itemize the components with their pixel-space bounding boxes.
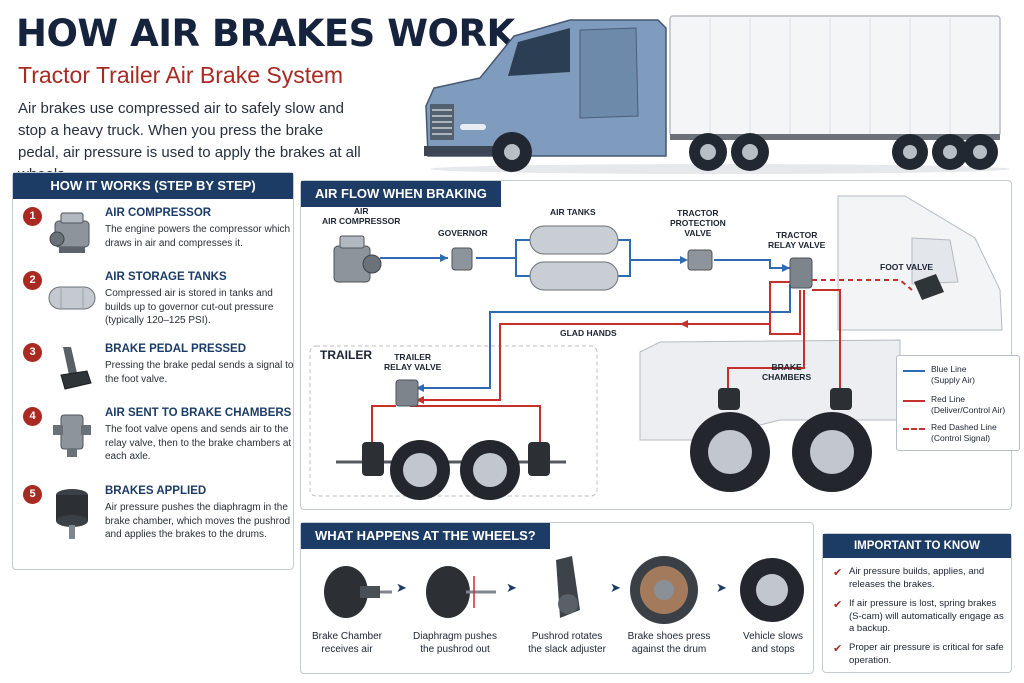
legend-swatch (903, 428, 925, 430)
wheels-panel-title: WHAT HAPPENS AT THE WHEELS? (301, 523, 550, 549)
step-arrow: ➤ (716, 580, 727, 595)
steps-panel: HOW IT WORKS (STEP BY STEP) 1 AIR COMPRE… (12, 172, 294, 570)
step-description: Compressed air is stored in tanks and bu… (105, 288, 274, 326)
important-text: Air pressure builds, applies, and releas… (849, 566, 985, 590)
label-glad-hands: GLAD HANDS (560, 328, 617, 338)
brake-chamber-icon (56, 489, 88, 539)
step-item: 5 BRAKES APPLIED Air pressure pushes the… (13, 485, 293, 549)
step-arrow: ➤ (610, 580, 621, 595)
brake-pedal-icon (60, 347, 92, 390)
step-description: The foot valve opens and sends air to th… (105, 424, 292, 462)
wheel-step-caption: Diaphragm pushes the pushrod out (413, 631, 497, 655)
legend-text: Red Dashed Line (Control Signal) (931, 422, 997, 443)
label-governor: GOVERNOR (438, 228, 488, 238)
step-title: BRAKE PEDAL PRESSED (105, 343, 247, 355)
legend-item-control: Red Dashed Line (Control Signal) (903, 422, 1019, 446)
line-legend: Blue Line (Supply Air) Red Line (Deliver… (896, 355, 1020, 451)
legend-text: Blue Line (Supply Air) (931, 364, 975, 385)
step-number: 2 (23, 271, 42, 290)
slack-adjuster-icon (556, 556, 580, 618)
label-foot-valve: FOOT VALVE (880, 262, 934, 272)
step-title: AIR SENT TO BRAKE CHAMBERS (105, 407, 292, 419)
label-trailer: TRAILER (320, 348, 372, 362)
wheel-step-caption: Vehicle slows and stops (742, 631, 804, 655)
step-description: Air pressure pushes the diaphragm in the… (105, 502, 291, 540)
important-text: If air pressure is lost, spring brakes (… (849, 598, 1004, 634)
truck-illustration (424, 15, 1010, 174)
label-tractor-relay-valve: TRACTOR RELAY VALVE (768, 230, 826, 250)
steps-panel-title: HOW IT WORKS (STEP BY STEP) (13, 173, 293, 199)
legend-item-deliver: Red Line (Deliver/Control Air) (903, 394, 1019, 418)
brake-drum-icon (630, 556, 698, 624)
legend-swatch (903, 370, 925, 372)
wheel-step-caption: Pushrod rotates the slack adjuster (528, 631, 606, 655)
step-title: AIR COMPRESSOR (105, 207, 212, 219)
label-trailer-relay-valve: TRAILER RELAY VALVE (384, 352, 442, 372)
relay-valve-icon (53, 414, 91, 457)
air-tank-icon (48, 286, 96, 310)
diaphragm-icon (426, 566, 496, 618)
check-icon: ✔ (833, 567, 843, 579)
step-title: AIR STORAGE TANKS (105, 271, 227, 283)
legend-swatch (903, 400, 925, 402)
step-arrow: ➤ (506, 580, 517, 595)
check-icon: ✔ (833, 643, 843, 655)
step-item: 1 AIR COMPRESSOR The engine powers the c… (13, 207, 293, 271)
page-title: HOW AIR BRAKES WORK (16, 12, 515, 55)
step-description: Pressing the brake pedal sends a signal … (105, 360, 294, 385)
important-panel: IMPORTANT TO KNOW ✔ Air pressure builds,… (822, 533, 1012, 673)
step-item: 3 BRAKE PEDAL PRESSED Pressing the brake… (13, 343, 293, 407)
step-item: 4 AIR SENT TO BRAKE CHAMBERS The foot va… (13, 407, 293, 471)
tire-icon (740, 558, 804, 622)
wheels-panel: WHAT HAPPENS AT THE WHEELS? (300, 522, 814, 674)
wheel-step-caption: Brake shoes press against the drum (627, 631, 711, 655)
airflow-panel-title: AIR FLOW WHEN BRAKING (301, 181, 501, 207)
step-title: BRAKES APPLIED (105, 485, 207, 497)
wheel-step-caption: Brake Chamber receives air (311, 631, 383, 655)
check-icon: ✔ (833, 599, 843, 611)
step-number: 1 (23, 207, 42, 226)
legend-item-supply: Blue Line (Supply Air) (903, 364, 1019, 388)
label-air-tanks: AIR TANKS (550, 207, 596, 217)
step-number: 4 (23, 407, 42, 426)
step-item: 2 AIR STORAGE TANKS Compressed air is st… (13, 271, 293, 335)
label-tractor-protection-valve: TRACTOR PROTECTION VALVE (670, 208, 726, 238)
air-compressor-icon (49, 212, 90, 253)
step-number: 3 (23, 343, 42, 362)
step-number: 5 (23, 485, 42, 504)
step-arrow: ➤ (396, 580, 407, 595)
important-panel-title: IMPORTANT TO KNOW (823, 534, 1011, 558)
step-description: The engine powers the compressor which d… (105, 224, 291, 249)
page-subtitle: Tractor Trailer Air Brake System (18, 62, 344, 88)
legend-text: Red Line (Deliver/Control Air) (931, 394, 1006, 415)
label-compressor: AIR AIR COMPRESSOR (322, 206, 401, 226)
brake-chamber-icon (324, 566, 392, 618)
label-brake-chambers: BRAKE CHAMBERS (762, 362, 812, 382)
important-text: Proper air pressure is critical for safe… (849, 642, 1004, 666)
